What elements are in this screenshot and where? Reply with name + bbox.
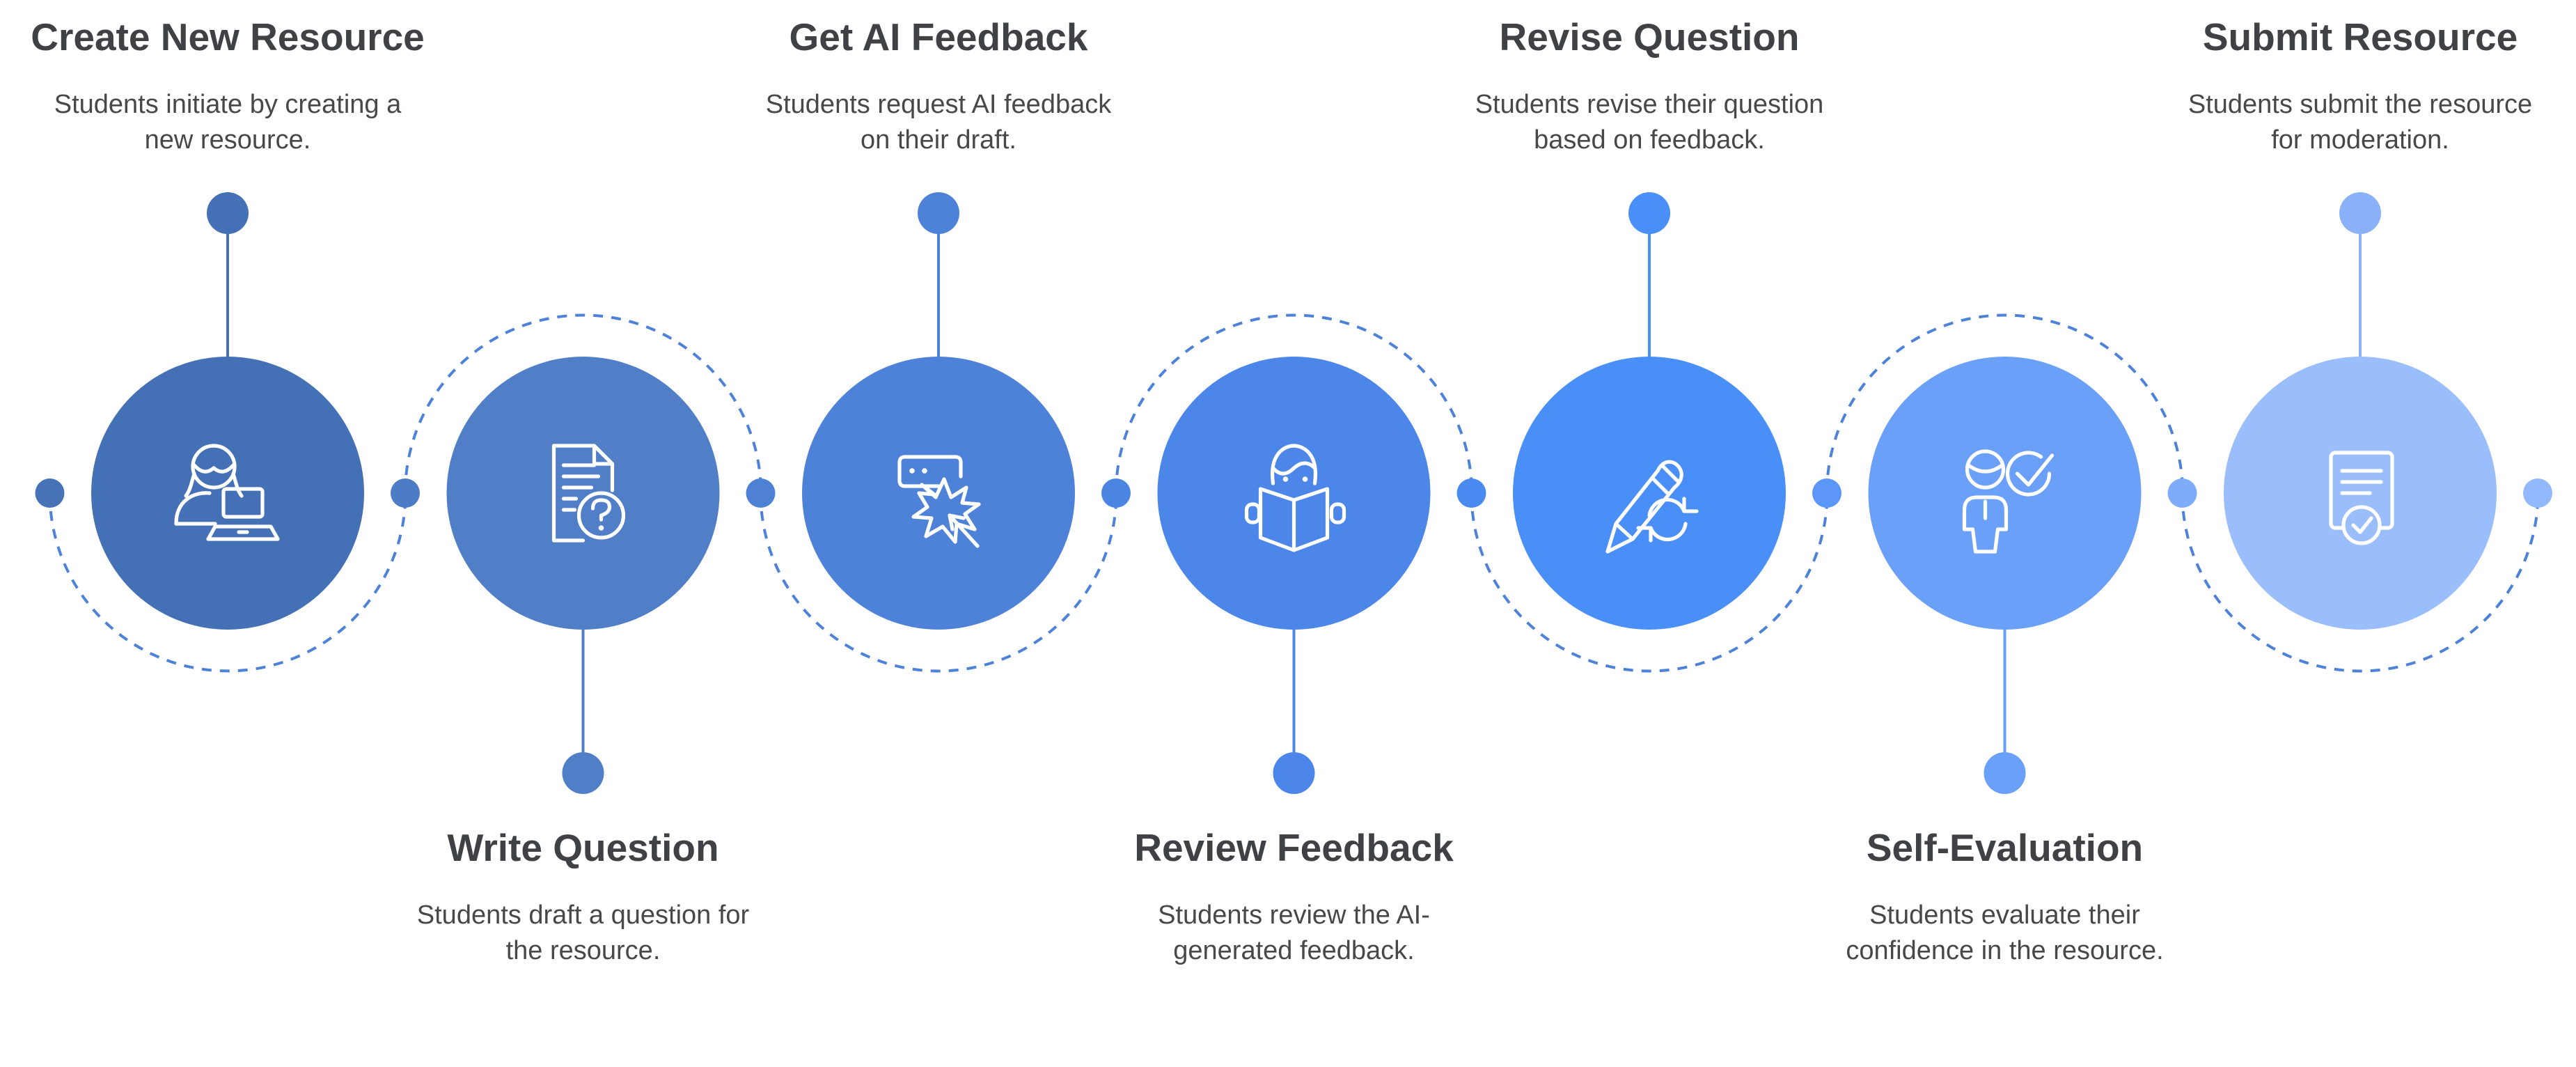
step-title: Get AI Feedback bbox=[789, 15, 1088, 59]
dashed-arc-7 bbox=[2181, 492, 2540, 673]
step-title: Submit Resource bbox=[2202, 15, 2518, 59]
step-subtitle: Students submit the resource for moderat… bbox=[2188, 90, 2533, 155]
step-6-circle bbox=[1868, 357, 2142, 630]
step-subtitle: Students evaluate their confidence in th… bbox=[1846, 901, 2164, 966]
step-title: Create New Resource bbox=[31, 15, 425, 59]
dashed-arc-2 bbox=[404, 313, 762, 494]
person-check-icon bbox=[1962, 449, 2055, 554]
step-subtitle: Students initiate by creating a new reso… bbox=[54, 90, 402, 155]
step-subtitle: Students revise their question based on … bbox=[1475, 90, 1824, 155]
connector-dot-3 bbox=[746, 478, 776, 508]
connector-dot-8 bbox=[2523, 478, 2552, 508]
connector-dot-6 bbox=[1812, 478, 1841, 508]
connector-dot-5 bbox=[1456, 478, 1486, 508]
step-subtitle: Students draft a question for the resour… bbox=[416, 901, 750, 966]
step-2-circle bbox=[446, 357, 720, 630]
dashed-arc-1 bbox=[48, 492, 407, 673]
dashed-arc-4 bbox=[1115, 313, 1473, 494]
reading-person-icon bbox=[1244, 444, 1346, 552]
connector-dot-7 bbox=[2167, 478, 2197, 508]
step-title: Self-Evaluation bbox=[1866, 826, 2144, 869]
step-4-stem-dot bbox=[1273, 752, 1315, 794]
step-subtitle: Students request AI feedback on their dr… bbox=[765, 90, 1112, 155]
connector-dot-2 bbox=[391, 478, 420, 508]
step-5-stem-dot bbox=[1628, 192, 1670, 234]
document-question-icon bbox=[551, 444, 626, 543]
pencil-refresh-icon bbox=[1605, 460, 1699, 554]
step-subtitle: Students review the AI- generated feedba… bbox=[1158, 901, 1430, 966]
connector-dot-1 bbox=[35, 478, 65, 508]
step-title: Revise Question bbox=[1499, 15, 1800, 59]
dashed-arc-6 bbox=[1825, 313, 2184, 494]
step-6-stem-dot bbox=[1984, 752, 2026, 794]
dashed-arc-5 bbox=[1470, 492, 1829, 673]
step-5-circle bbox=[1513, 357, 1786, 630]
document-check-icon bbox=[2329, 451, 2394, 545]
step-4-circle bbox=[1157, 357, 1431, 630]
dashed-arc-3 bbox=[759, 492, 1118, 673]
step-2-stem-dot bbox=[562, 752, 604, 794]
step-title: Review Feedback bbox=[1134, 826, 1454, 869]
person-laptop-icon bbox=[174, 444, 280, 541]
step-1-circle bbox=[91, 357, 364, 630]
connector-dot-4 bbox=[1101, 478, 1131, 508]
step-7-stem-dot bbox=[2339, 192, 2381, 234]
step-3-stem-dot bbox=[918, 192, 959, 234]
click-feedback-icon bbox=[897, 455, 981, 548]
step-title: Write Question bbox=[447, 826, 719, 869]
step-1-stem-dot bbox=[207, 192, 249, 234]
